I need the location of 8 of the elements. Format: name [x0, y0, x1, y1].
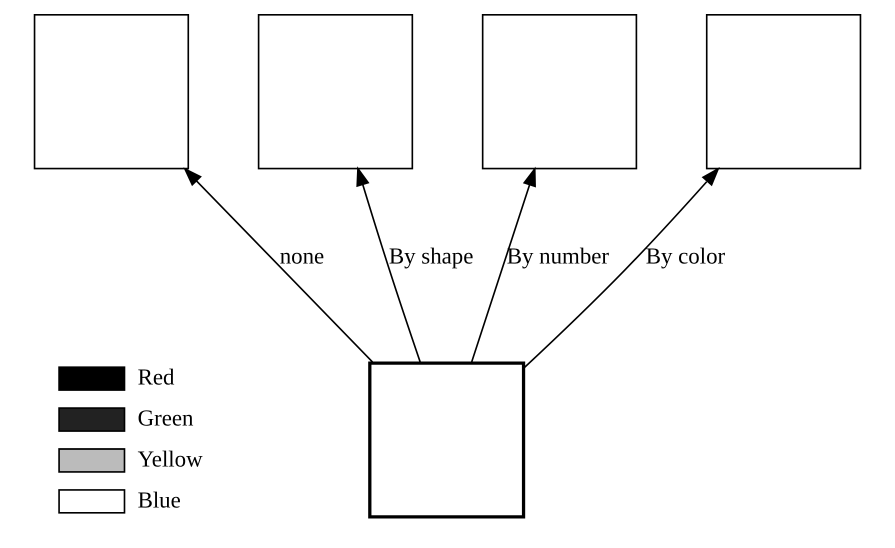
legend-label: Blue	[138, 487, 181, 512]
legend-label: Red	[138, 364, 174, 390]
edge-label: By number	[506, 244, 610, 269]
edge-label: By color	[646, 244, 726, 269]
legend-label: Yellow	[138, 446, 203, 472]
edge-label: By shape	[388, 244, 474, 269]
legend-label: Green	[138, 406, 194, 431]
edge-label: none	[280, 244, 324, 269]
